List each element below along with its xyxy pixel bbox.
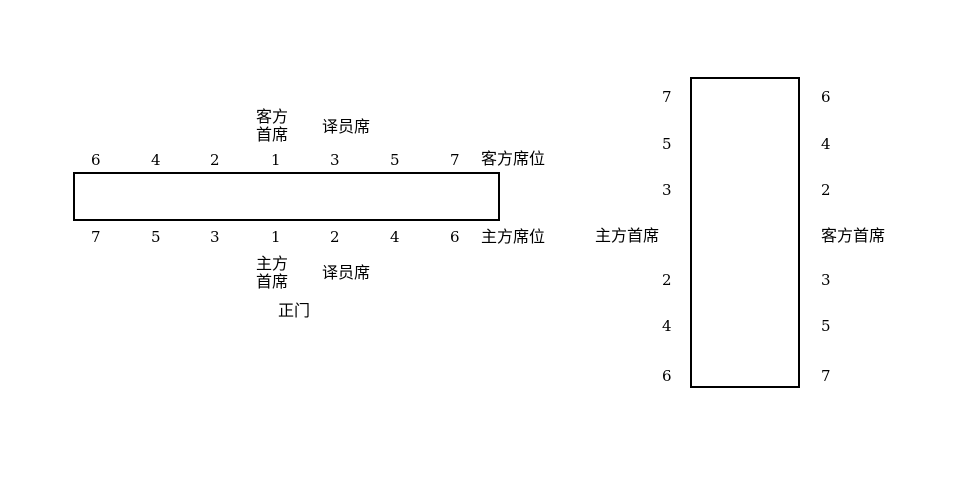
bottom-seat-number: 3 (210, 228, 220, 246)
top-seat-number: 4 (151, 151, 161, 169)
left-seat-number: 4 (662, 317, 672, 335)
top-seat-number: 7 (450, 151, 460, 169)
top-seat-number: 5 (390, 151, 400, 169)
right-seat-number: 3 (821, 271, 831, 289)
guest-side-label: 客方席位 (481, 149, 546, 168)
guest-head-seat-label-vertical: 客方首席 (821, 226, 886, 245)
right-seat-number: 5 (821, 317, 831, 335)
translator-seat-label-top: 译员席 (322, 117, 371, 136)
left-seat-number: 3 (662, 181, 672, 199)
right-seat-number: 6 (821, 88, 831, 106)
right-seat-number: 2 (821, 181, 831, 199)
right-seat-number: 7 (821, 367, 831, 385)
host-head-seat-label-vertical: 主方首席 (595, 226, 660, 245)
conference-table-vertical (690, 77, 800, 388)
host-head-seat-label: 主方 首席 (256, 254, 289, 291)
conference-table-horizontal (73, 172, 500, 221)
host-side-label: 主方席位 (481, 227, 546, 246)
left-seat-number: 6 (662, 367, 672, 385)
entrance-label: 正门 (278, 301, 311, 320)
right-seat-number: 4 (821, 135, 831, 153)
bottom-seat-number: 1 (271, 228, 281, 246)
left-seat-number: 2 (662, 271, 672, 289)
translator-seat-label-bottom: 译员席 (322, 263, 371, 282)
bottom-seat-number: 2 (330, 228, 340, 246)
bottom-seat-number: 6 (450, 228, 460, 246)
bottom-seat-number: 4 (390, 228, 400, 246)
top-seat-number: 6 (91, 151, 101, 169)
left-seat-number: 7 (662, 88, 672, 106)
top-seat-number: 3 (330, 151, 340, 169)
bottom-seat-number: 5 (151, 228, 161, 246)
top-seat-number: 1 (271, 151, 281, 169)
top-seat-number: 2 (210, 151, 220, 169)
bottom-seat-number: 7 (91, 228, 101, 246)
guest-head-seat-label: 客方 首席 (256, 107, 289, 144)
left-seat-number: 5 (662, 135, 672, 153)
